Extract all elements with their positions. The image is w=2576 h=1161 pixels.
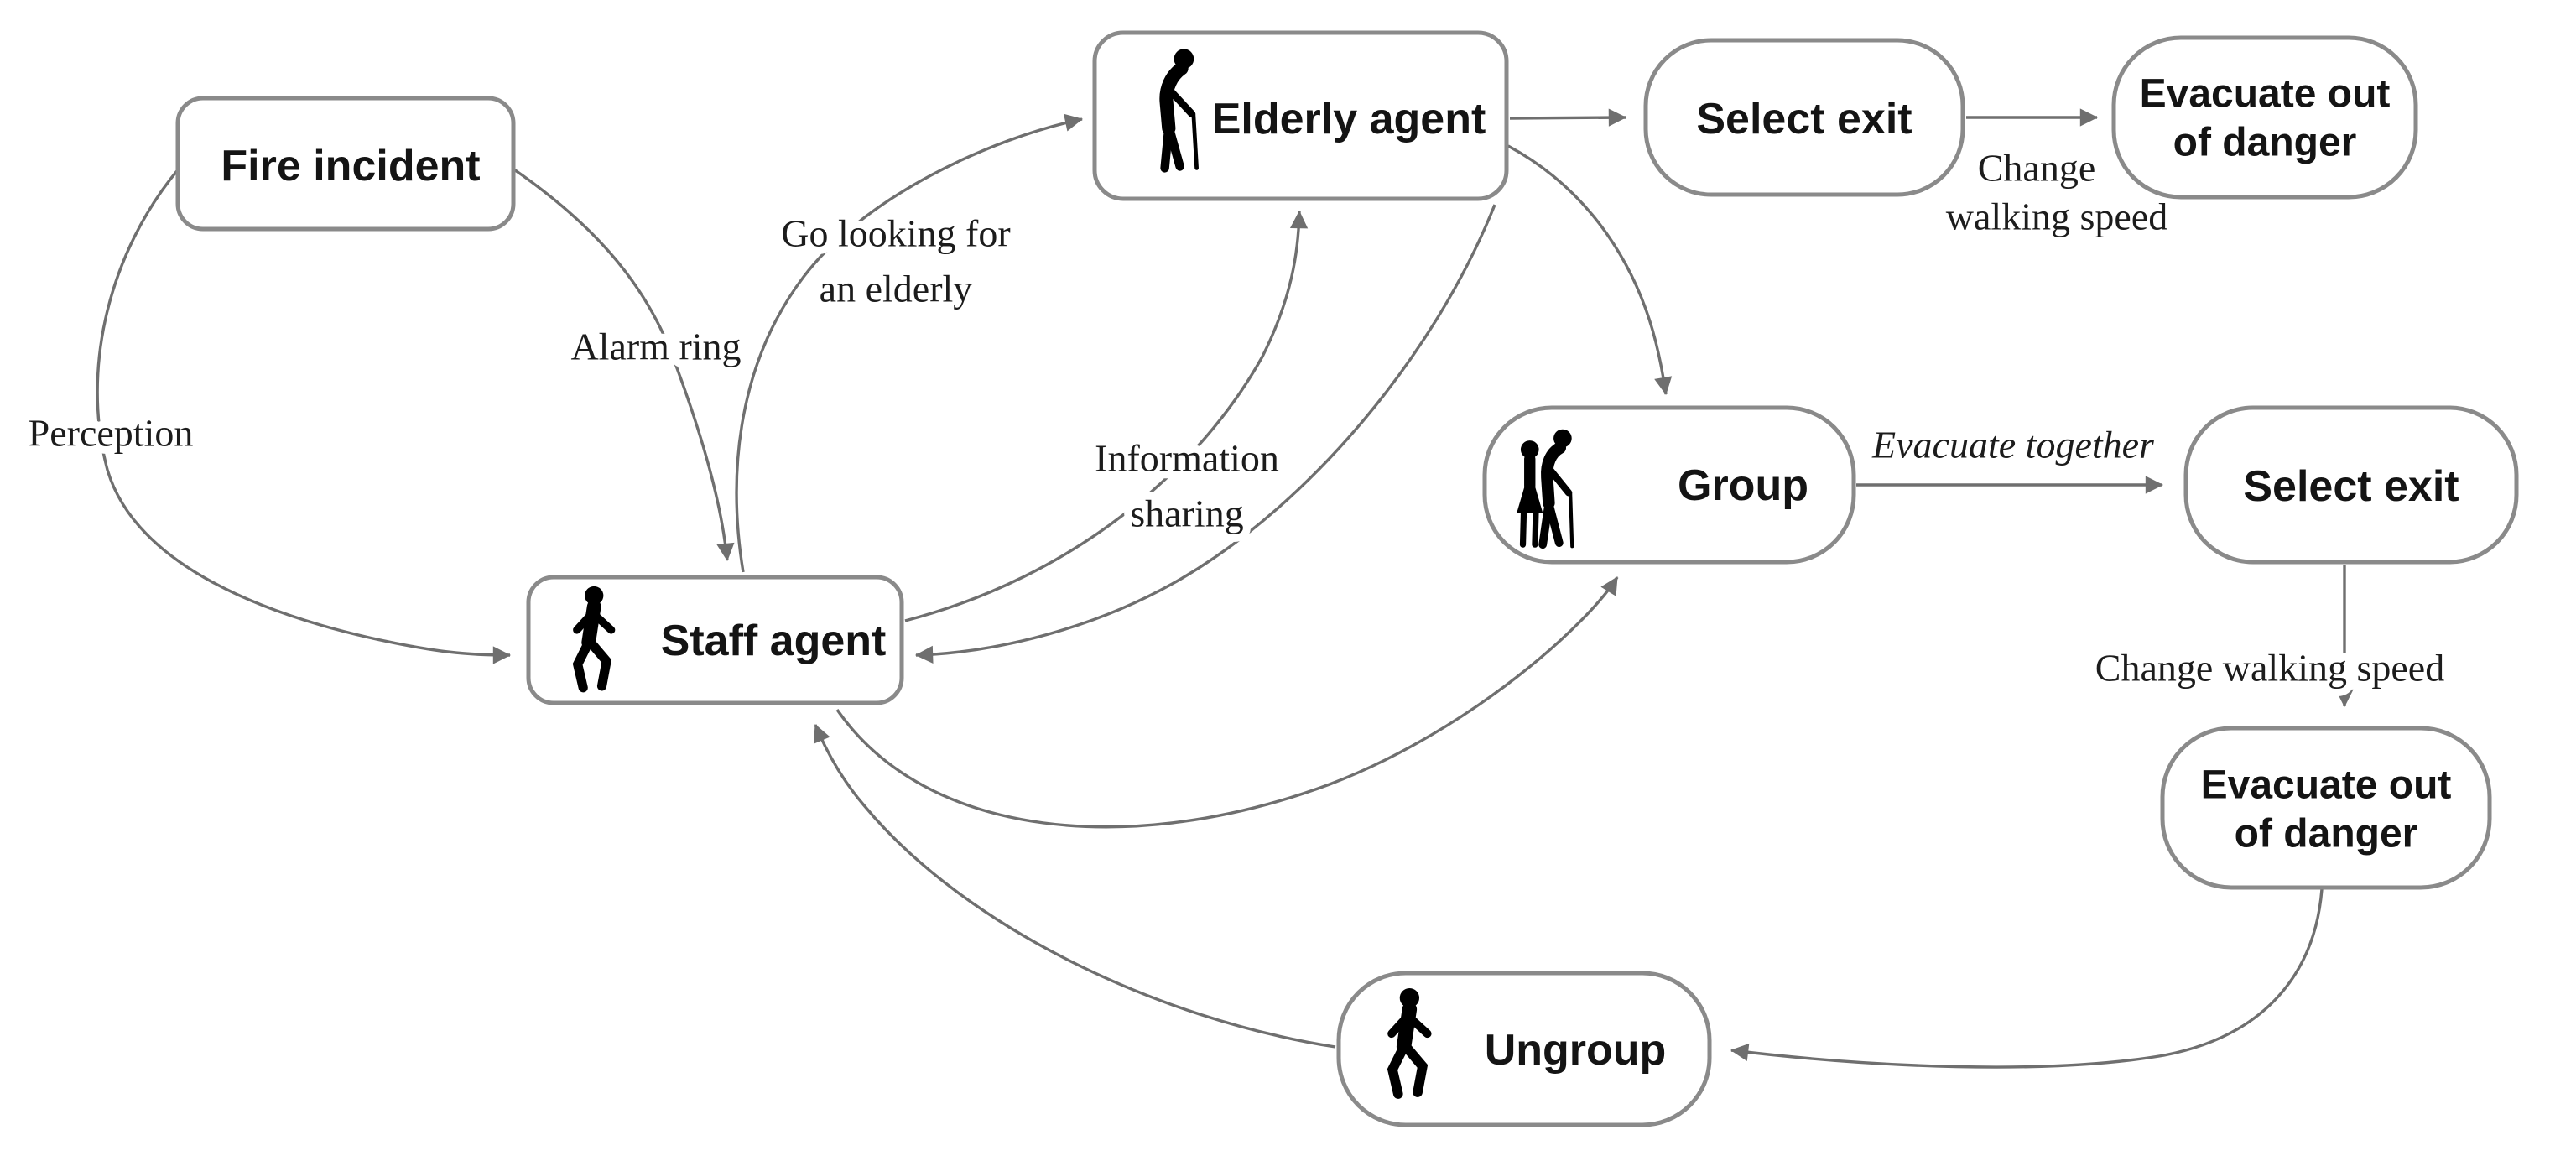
ungroup-box [1336, 971, 1712, 1127]
node-select-exit-top: Select exit [1643, 38, 1965, 197]
node-elderly-agent: Elderly agent [1092, 30, 1509, 201]
node-evacuate-top: Evacuate out of danger [2111, 35, 2418, 200]
staff-agent-label: Staff agent [661, 617, 887, 665]
evacuate-right-label-line2: of danger [2235, 812, 2418, 856]
edge-alarm-ring [511, 166, 735, 562]
evacuate-top-box [2111, 35, 2418, 200]
edge-ungroup-to-staff [813, 724, 1336, 1049]
edge-staff-to-group [835, 576, 1619, 829]
node-fire-incident: Fire incident [175, 96, 516, 232]
elderly-couple-icon [1517, 429, 1574, 549]
edge-information-sharing-to-staff [914, 204, 1496, 664]
elderly-person-icon [1159, 49, 1199, 173]
ungroup-label: Ungroup [1485, 1026, 1667, 1075]
evacuate-top-label-line1: Evacuate out [2140, 72, 2391, 117]
label-information-sharing-line2: sharing [1130, 492, 1243, 535]
label-information-sharing-line1: Information [1095, 437, 1279, 480]
edge-elderly-to-select-exit [1509, 108, 1627, 127]
label-perception: Perception [29, 412, 194, 455]
edge-elderly-to-group [1507, 144, 1673, 396]
label-change-walking-top-line2: walking speed [1946, 195, 2167, 238]
staff-agent-box [526, 575, 904, 705]
nodes: Fire incident Elderly agent Select exit … [175, 30, 2519, 1127]
select-exit-top-box [1643, 38, 1965, 197]
node-staff-agent: Staff agent [526, 575, 904, 705]
edge-go-looking [735, 113, 1084, 573]
edge-labels: Perception Alarm ring Go looking for an … [21, 147, 2453, 697]
label-evacuate-together: Evacuate together [1871, 424, 2155, 466]
group-box [1482, 405, 1856, 565]
elderly-agent-label: Elderly agent [1212, 95, 1486, 143]
walking-person-icon [1387, 987, 1432, 1099]
label-change-walking-top-line1: Change [1978, 147, 2096, 190]
edge-evacuate-to-ungroup [1730, 888, 2324, 1069]
node-ungroup: Ungroup [1336, 971, 1712, 1127]
fire-incident-label: Fire incident [221, 142, 480, 190]
label-alarm-ring: Alarm ring [570, 325, 741, 368]
walking-person-icon [572, 586, 616, 693]
group-label: Group [1678, 461, 1808, 510]
select-exit-top-label: Select exit [1696, 95, 1912, 143]
fire-incident-box [175, 96, 516, 232]
select-exit-right-label: Select exit [2243, 462, 2459, 511]
evacuate-right-label-line1: Evacuate out [2201, 763, 2452, 808]
select-exit-right-box [2183, 405, 2519, 565]
edge-perception [96, 166, 512, 664]
node-select-exit-right: Select exit [2183, 405, 2519, 565]
edge-information-sharing-to-elderly [904, 210, 1309, 622]
label-go-looking-line1: Go looking for [781, 212, 1010, 255]
evacuate-right-box [2160, 726, 2492, 890]
node-evacuate-right: Evacuate out of danger [2160, 726, 2492, 890]
edges [96, 108, 2354, 1069]
label-go-looking-line2: an elderly [820, 268, 973, 310]
node-group: Group [1482, 405, 1856, 565]
label-change-walking-right: Change walking speed [2095, 647, 2444, 690]
evacuate-top-label-line2: of danger [2173, 121, 2357, 165]
